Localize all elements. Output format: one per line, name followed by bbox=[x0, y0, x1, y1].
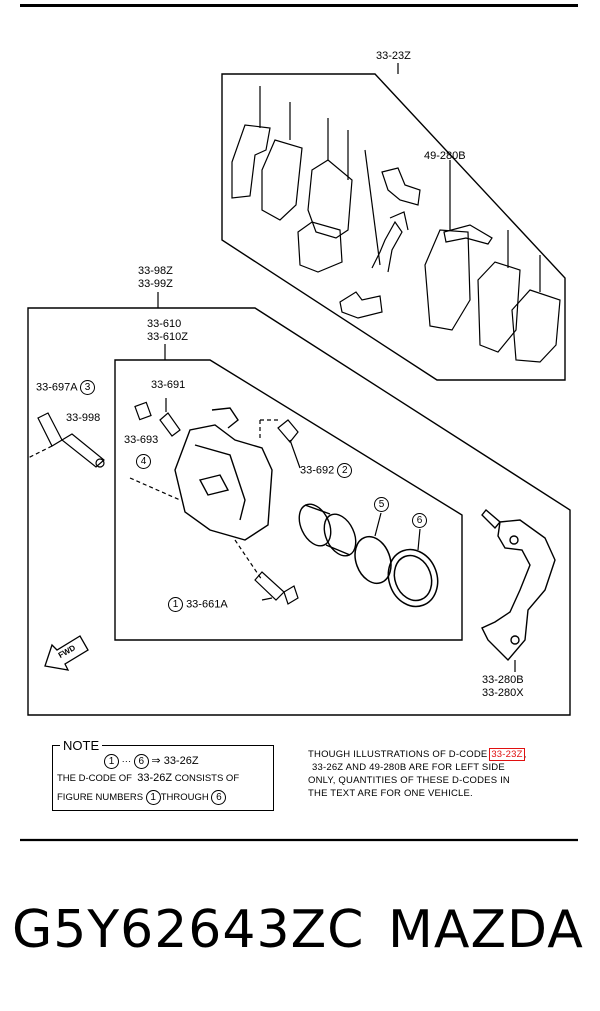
label-boot-kit: 33-697A 3 bbox=[36, 380, 96, 395]
pad-clips bbox=[339, 167, 493, 319]
paragraph-line-1: THOUGH ILLUSTRATIONS OF D-CODE 33-23Z, bbox=[308, 748, 527, 761]
caliper-body-frame bbox=[114, 359, 463, 641]
callout-1: 1 bbox=[168, 597, 183, 612]
label-body-a: 33-610 bbox=[147, 318, 182, 330]
callout-4: 4 bbox=[136, 454, 151, 469]
caliper-housing bbox=[174, 407, 273, 541]
label-mount-a: 33-280B bbox=[482, 674, 524, 686]
label-caliper-b: 33-99Z bbox=[138, 278, 173, 290]
label-boot: 33-692 2 bbox=[300, 463, 353, 478]
callout-5-wrap: 5 bbox=[374, 497, 389, 512]
piston-boot bbox=[387, 548, 439, 608]
note-title: NOTE bbox=[60, 738, 103, 753]
paragraph-line-3: ONLY, QUANTITIES OF THESE D-CODES IN bbox=[308, 775, 510, 786]
label-guide-pin: 33-998 bbox=[66, 412, 101, 424]
dust-boot bbox=[277, 419, 301, 469]
bleeder-parts bbox=[134, 398, 181, 437]
brake-pad-left bbox=[231, 124, 353, 273]
note-line-1: 1 ··· 6 ⇒ 33-26Z bbox=[104, 754, 199, 769]
brand-name: MAZDA bbox=[388, 900, 584, 960]
piston bbox=[298, 503, 357, 557]
label-bolt: 1 33-661A bbox=[168, 597, 228, 612]
top-rule bbox=[20, 4, 578, 7]
piston-seal bbox=[354, 535, 392, 585]
caliper-outer-frame bbox=[27, 307, 571, 716]
label-pad-kit: 33-23Z bbox=[376, 50, 411, 62]
label-shim-kit: 49-280B bbox=[424, 150, 466, 162]
pad-kit-frame bbox=[221, 73, 566, 381]
label-cap: 33-693 bbox=[124, 434, 159, 446]
callout-2: 2 bbox=[337, 463, 353, 478]
note-circle-1b: 1 bbox=[145, 790, 161, 805]
callout-6: 6 bbox=[412, 513, 427, 528]
paragraph-line-2: 33-26Z AND 49-280B ARE FOR LEFT SIDE bbox=[312, 762, 505, 773]
note-line-2: THE D-CODE OF 33-26Z CONSISTS OF bbox=[57, 772, 240, 784]
mounting-support bbox=[481, 508, 556, 662]
note-circle-6: 6 bbox=[133, 754, 149, 769]
label-bleeder: 33-691 bbox=[151, 379, 186, 391]
callout-5: 5 bbox=[374, 497, 389, 512]
guide-pin-parts bbox=[27, 412, 105, 468]
caliper-bolt bbox=[254, 571, 299, 605]
label-caliper-a: 33-98Z bbox=[138, 265, 173, 277]
note-box bbox=[52, 745, 274, 811]
highlighted-code: 33-23Z bbox=[489, 748, 525, 761]
callout-3: 3 bbox=[80, 380, 96, 395]
paragraph-line-4: THE TEXT ARE FOR ONE VEHICLE. bbox=[308, 788, 473, 799]
brake-pad-right bbox=[424, 229, 561, 363]
note-circle-1: 1 bbox=[104, 754, 119, 769]
callout-4-wrap: 4 bbox=[136, 454, 151, 469]
label-body-b: 33-610Z bbox=[147, 331, 188, 343]
fwd-arrow-icon bbox=[44, 635, 89, 671]
note-circle-6b: 6 bbox=[211, 790, 227, 805]
callout-6-wrap: 6 bbox=[412, 513, 427, 528]
label-mount-b: 33-280X bbox=[482, 687, 524, 699]
exploded-brake-diagram bbox=[20, 63, 578, 842]
part-number: G5Y62643ZC bbox=[12, 900, 365, 960]
